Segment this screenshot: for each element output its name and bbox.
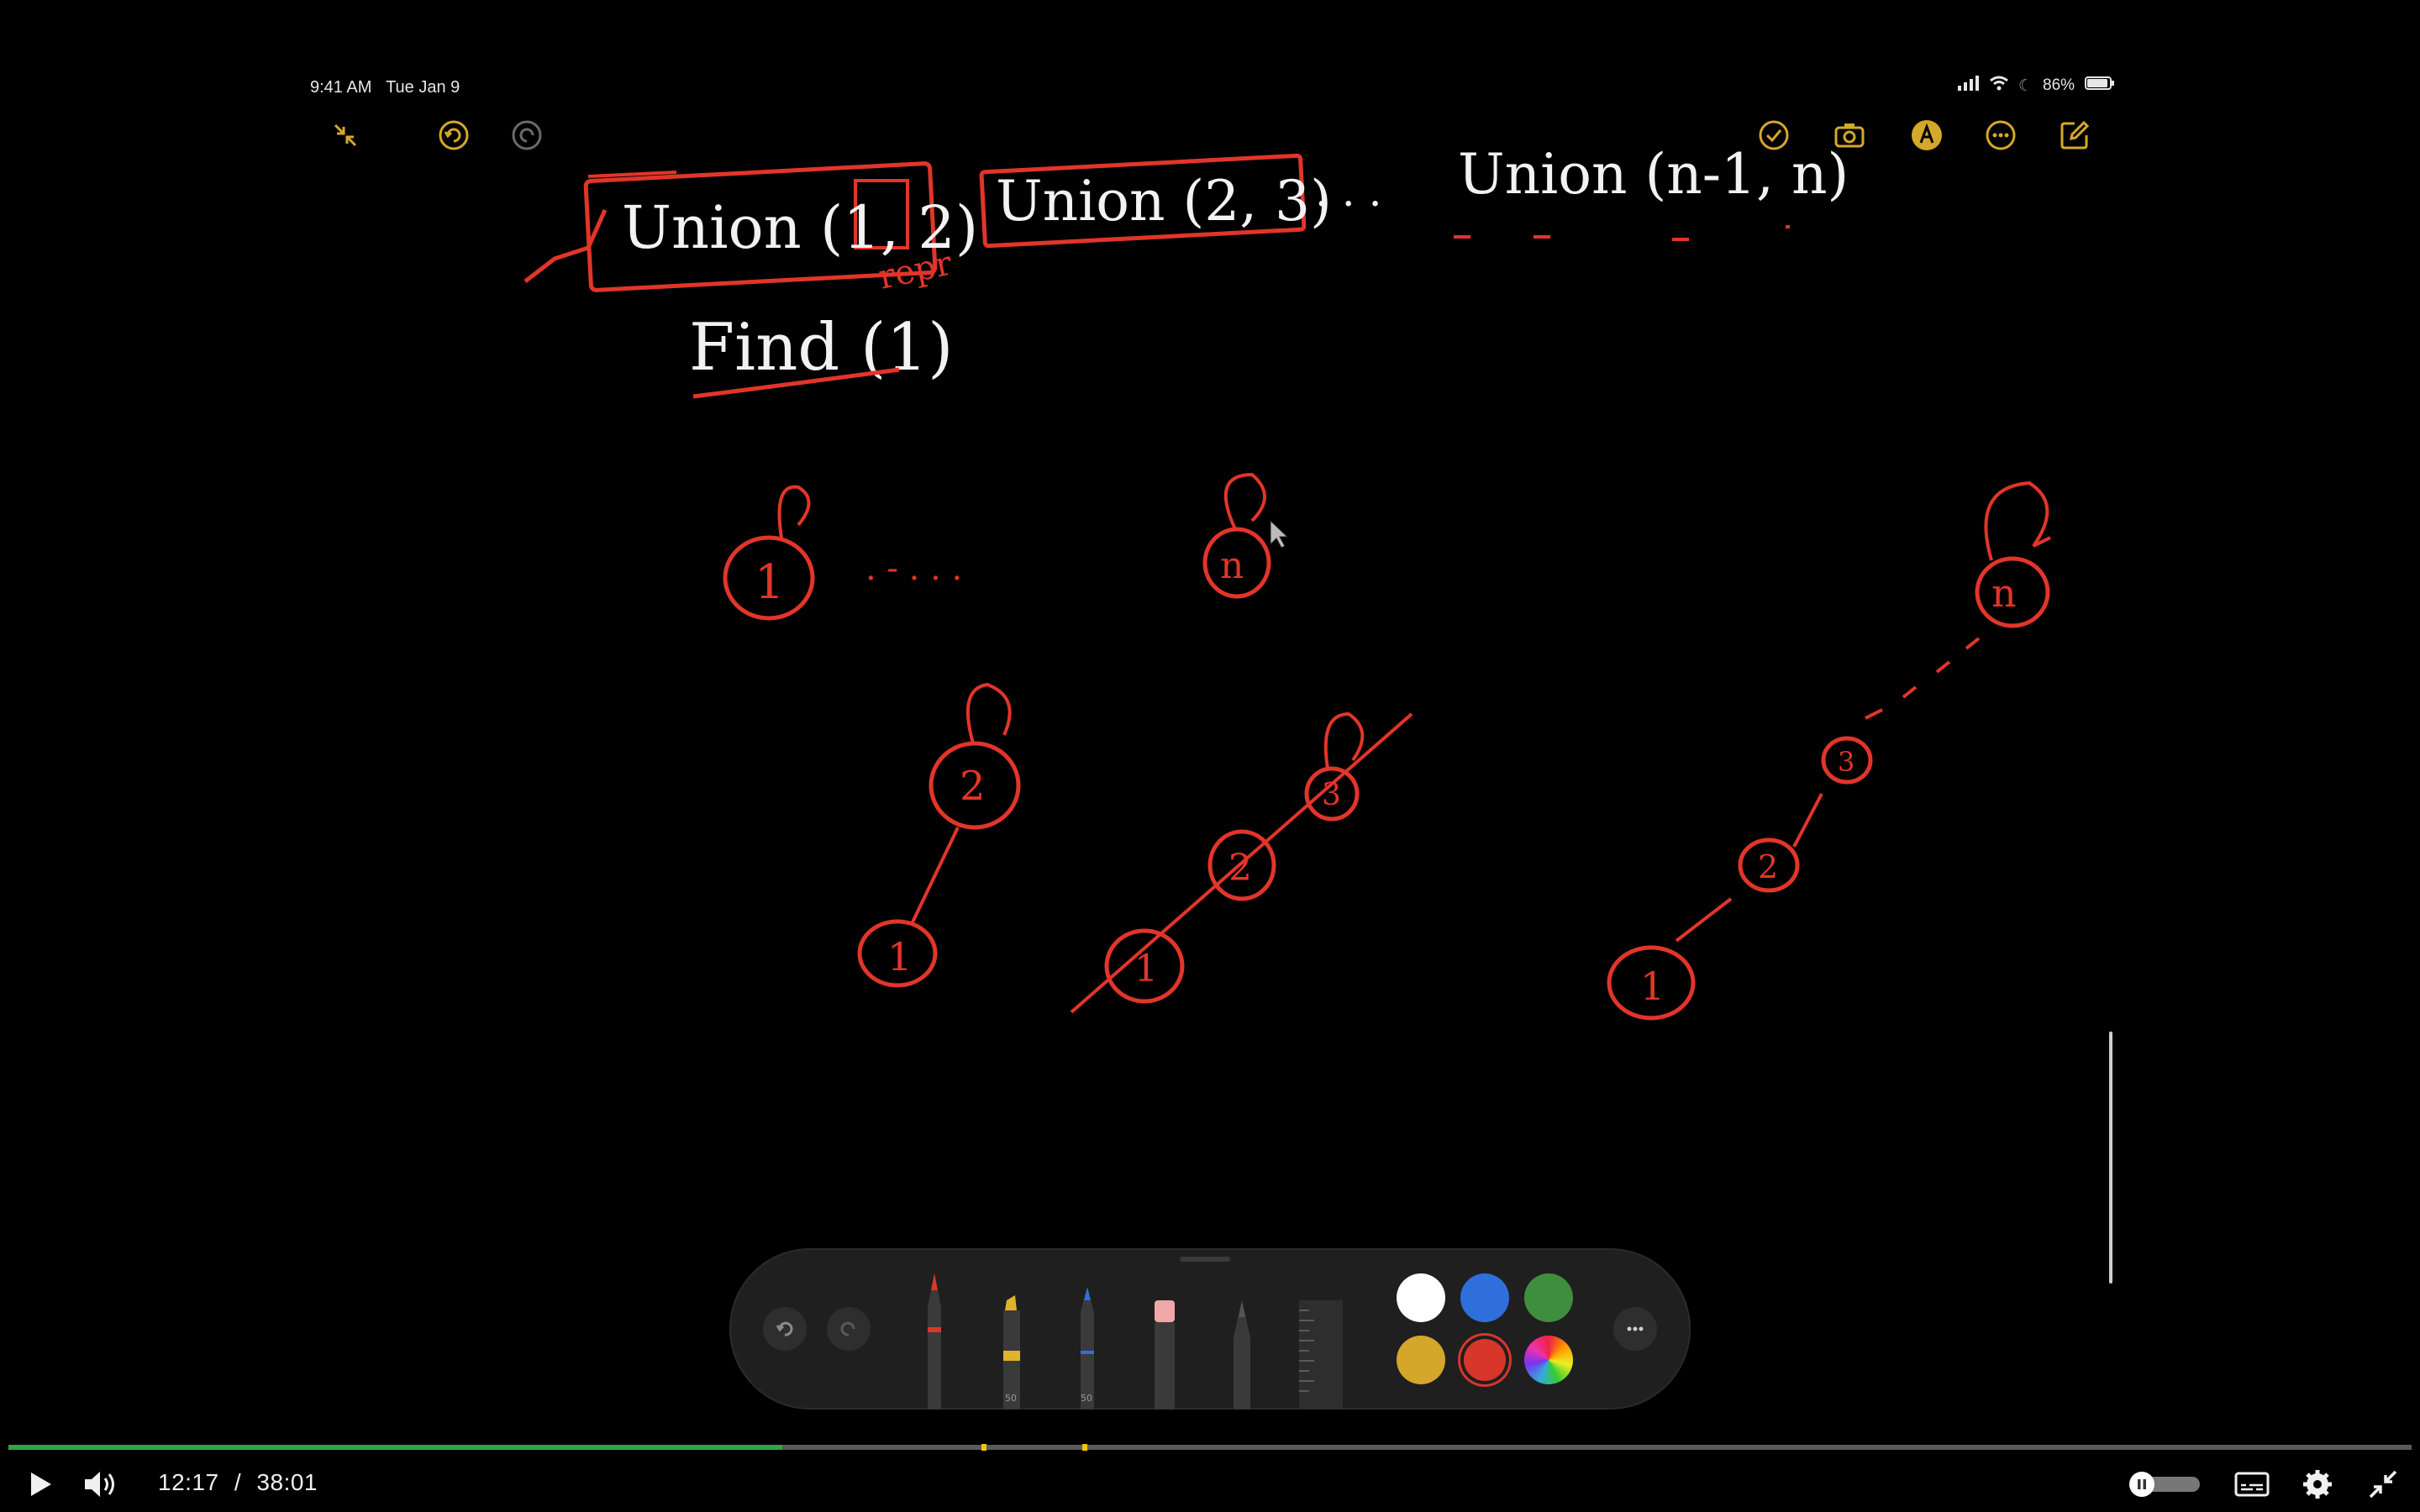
progress-track[interactable]: [8, 1445, 2412, 1450]
t3-node-2: 2: [1758, 848, 1778, 885]
play-button[interactable]: [18, 1466, 62, 1503]
status-indicators: ☾ 86%: [1958, 76, 2115, 96]
battery-percent: 86%: [2043, 76, 2075, 94]
t2-node-2: 2: [1228, 847, 1252, 890]
collapse-icon[interactable]: [326, 116, 365, 155]
battery-icon: [2085, 76, 2115, 96]
palette-redo-icon[interactable]: [827, 1307, 871, 1351]
status-date: Tue Jan 9: [386, 78, 460, 97]
settings-gear-icon[interactable]: [2297, 1467, 2338, 1502]
t3-node-3: 3: [1838, 746, 1854, 778]
wifi-icon: [1990, 76, 2008, 96]
fineliner-tool[interactable]: 50: [1069, 1287, 1106, 1410]
status-time: 9:41 AM: [310, 78, 372, 97]
t2-node-1: 1: [1134, 948, 1158, 990]
signal-icon: [1958, 76, 1980, 96]
color-swatch-white[interactable]: [1397, 1273, 1445, 1322]
color-swatch-yellow[interactable]: [1397, 1336, 1445, 1384]
volume-icon[interactable]: [77, 1466, 126, 1503]
time-display: 12:17 / 38:01: [158, 1469, 318, 1496]
svg-text:50: 50: [1081, 1393, 1092, 1404]
chapter-marker[interactable]: [981, 1444, 986, 1451]
autoplay-toggle[interactable]: [2129, 1472, 2207, 1497]
color-swatch-green[interactable]: [1524, 1273, 1573, 1322]
node-label-1: 1: [755, 555, 785, 610]
progress-played[interactable]: [8, 1445, 782, 1450]
mouse-cursor-icon: [1270, 519, 1289, 549]
row-dots: . - . . .: [865, 549, 962, 588]
redo-icon[interactable]: [508, 116, 546, 155]
t3-node-1: 1: [1640, 963, 1665, 1009]
palette-more-icon[interactable]: [1613, 1307, 1657, 1351]
node-label-n-right: n: [1991, 570, 2017, 616]
palette-grabber[interactable]: [1180, 1257, 1230, 1262]
ruler-tool[interactable]: [1297, 1300, 1344, 1410]
pen-tool[interactable]: [916, 1273, 953, 1410]
node-label-n-mid: n: [1220, 544, 1244, 587]
eraser-tool[interactable]: [1146, 1300, 1183, 1410]
notes-scrollbar[interactable]: [2109, 1032, 2112, 1284]
drawing-tool-palette: 50 50: [729, 1248, 1691, 1410]
union-1-2-text: Union (1, 2): [622, 193, 978, 262]
compose-icon[interactable]: [2055, 116, 2094, 155]
time-separator: /: [234, 1469, 242, 1495]
t1-node-2: 2: [960, 763, 986, 810]
undo-icon[interactable]: [434, 116, 473, 155]
marker-tool[interactable]: 50: [993, 1295, 1030, 1410]
markup-icon[interactable]: [1907, 116, 1946, 155]
color-swatch-red-selected[interactable]: [1460, 1336, 1509, 1384]
pencil-tool[interactable]: [1223, 1300, 1260, 1410]
t2-node-3: 3: [1322, 778, 1341, 812]
svg-text:50: 50: [1005, 1393, 1017, 1404]
current-time: 12:17: [158, 1469, 219, 1495]
moon-icon: ☾: [2018, 76, 2033, 95]
t1-node-1: 1: [887, 934, 912, 979]
color-picker-icon[interactable]: [1524, 1336, 1573, 1384]
union-2-3-text: Union (2, 3): [996, 169, 1332, 234]
more-icon[interactable]: [1981, 116, 2020, 155]
captions-icon[interactable]: [2232, 1468, 2272, 1500]
status-time-date: 9:41 AM Tue Jan 9: [310, 78, 460, 97]
palette-undo-icon[interactable]: [763, 1307, 807, 1351]
exit-fullscreen-icon[interactable]: [2363, 1467, 2403, 1502]
color-swatch-blue[interactable]: [1460, 1273, 1509, 1322]
find-text: Find (1): [689, 310, 954, 386]
duration: 38:01: [256, 1469, 318, 1495]
checklist-icon[interactable]: [1754, 116, 1793, 155]
pause-icon: [2129, 1472, 2154, 1497]
union-ellipsis: . . .: [1315, 167, 1381, 216]
camera-icon[interactable]: [1830, 116, 1869, 155]
repr-annotation: repr: [876, 244, 956, 297]
chapter-marker[interactable]: [1082, 1444, 1087, 1451]
